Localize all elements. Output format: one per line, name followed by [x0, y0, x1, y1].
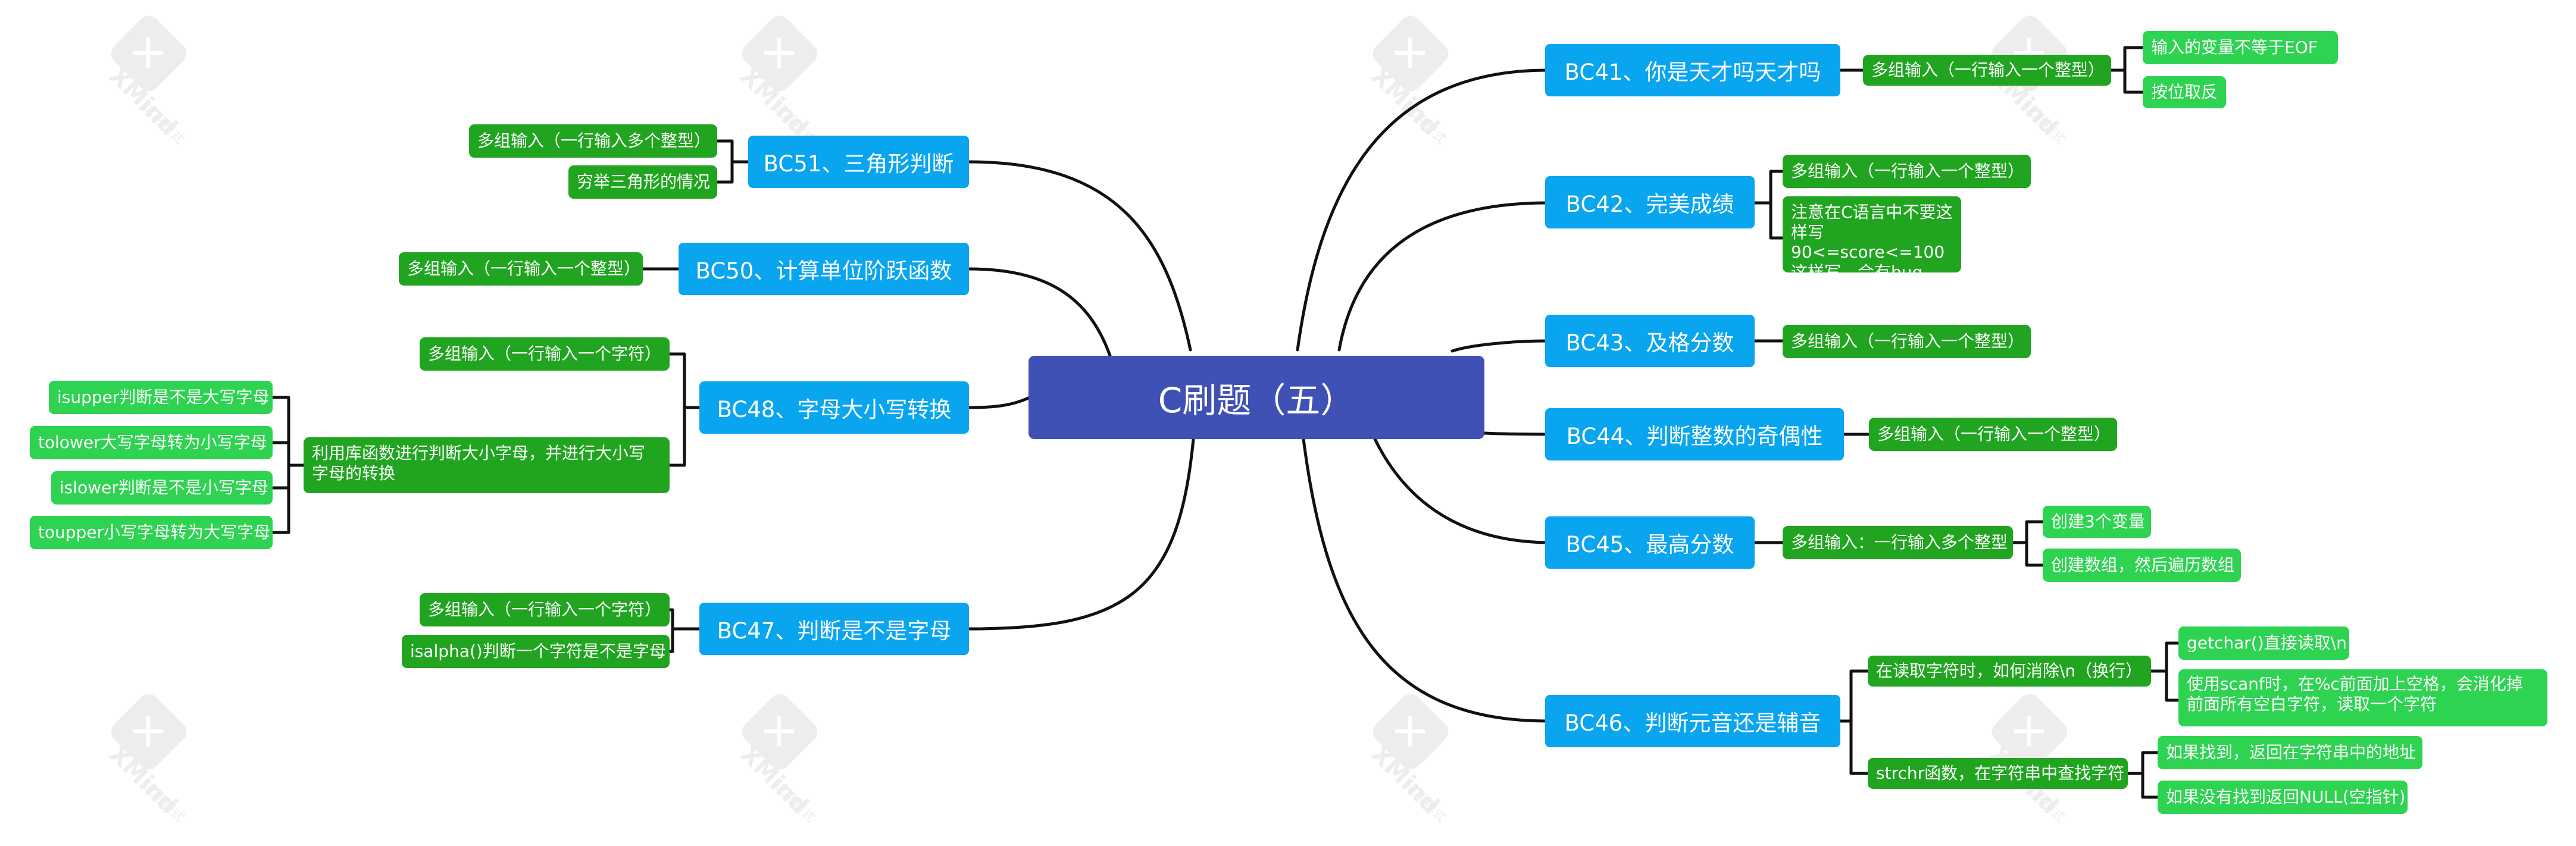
- topic-bc41[interactable]: BC41、你是天才吗天才吗: [1545, 44, 1840, 96]
- edge-bc41: [1296, 68, 1549, 352]
- leaf-bc45-vars[interactable]: 创建3个变量: [2043, 506, 2151, 538]
- leaf-bc46-found[interactable]: 如果找到，返回在字符串中的地址: [2158, 736, 2422, 769]
- subtopic-bc45-input[interactable]: 多组输入：一行输入多个整型: [1783, 526, 2013, 559]
- edge-bc46: [1302, 437, 1549, 723]
- subtopic-bc47-input[interactable]: 多组输入（一行输入一个字符）: [420, 593, 670, 626]
- leaf-bc41-bitnot[interactable]: 按位取反: [2143, 76, 2226, 108]
- leaf-bc48-toupper[interactable]: toupper小写字母转为大写字母: [30, 516, 273, 549]
- leaf-bc46-scanf[interactable]: 使用scanf时，在%c前面加上空格，会消化掉前面所有空白字符，读取一个字符: [2178, 669, 2547, 726]
- leaf-bc48-islower[interactable]: islower判断是不是小写字母: [51, 471, 273, 505]
- subtopic-bc43-input[interactable]: 多组输入（一行输入一个整型）: [1783, 325, 2031, 358]
- subtopic-bc51-cases[interactable]: 穷举三角形的情况: [568, 165, 717, 199]
- leaf-bc45-array[interactable]: 创建数组，然后遍历数组: [2043, 549, 2241, 582]
- topic-bc42[interactable]: BC42、完美成绩: [1545, 176, 1755, 228]
- edge-bc45: [1373, 437, 1549, 544]
- topic-bc50[interactable]: BC50、计算单位阶跃函数: [679, 243, 969, 295]
- topic-bc46[interactable]: BC46、判断元音还是辅音: [1545, 695, 1840, 747]
- topic-bc51[interactable]: BC51、三角形判断: [748, 136, 969, 188]
- subtopic-bc48-input[interactable]: 多组输入（一行输入一个字符）: [420, 337, 670, 371]
- edge-bc43: [1450, 339, 1549, 353]
- topic-bc45[interactable]: BC45、最高分数: [1545, 516, 1755, 569]
- leaf-bc41-eof[interactable]: 输入的变量不等于EOF: [2143, 31, 2338, 64]
- subtopic-bc48-library[interactable]: 利用库函数进行判断大小字母，并进行大小写字母的转换: [304, 437, 670, 493]
- subtopic-bc44-input[interactable]: 多组输入（一行输入一个整型）: [1869, 418, 2117, 451]
- subtopic-bc41-input[interactable]: 多组输入（一行输入一个整型）: [1863, 55, 2111, 86]
- leaf-bc46-getchar[interactable]: getchar()直接读取\n: [2178, 626, 2349, 660]
- subtopic-bc42-note[interactable]: 注意在C语言中不要这样写90<=score<=100这样写，会有bug: [1783, 196, 1961, 282]
- subtopic-bc46-strchr[interactable]: strchr函数，在字符串中查找字符: [1868, 758, 2128, 789]
- edge-bc44: [1483, 431, 1549, 436]
- edge-bc47: [967, 437, 1195, 631]
- topic-bc47[interactable]: BC47、判断是不是字母: [699, 603, 969, 655]
- edge-bc42: [1337, 201, 1549, 352]
- subtopic-bc42-input[interactable]: 多组输入（一行输入一个整型）: [1783, 155, 2031, 188]
- subtopic-bc50-input[interactable]: 多组输入（一行输入一个整型）: [399, 252, 643, 286]
- leaf-bc48-isupper[interactable]: isupper判断是不是大写字母: [49, 381, 273, 414]
- edge-bc51: [967, 160, 1192, 352]
- topic-bc44[interactable]: BC44、判断整数的奇偶性: [1545, 408, 1844, 460]
- subtopic-bc47-isalpha[interactable]: isalpha()判断一个字符是不是字母: [402, 635, 670, 668]
- topic-bc43[interactable]: BC43、及格分数: [1545, 315, 1755, 367]
- central-topic[interactable]: C刷题（五）: [1028, 356, 1484, 439]
- subtopic-bc51-input[interactable]: 多组输入（一行输入多个整型）: [469, 124, 717, 158]
- edge-bc48: [967, 396, 1031, 409]
- leaf-bc48-tolower[interactable]: tolower大写字母转为小写字母: [30, 426, 273, 459]
- topic-bc48[interactable]: BC48、字母大小写转换: [699, 381, 969, 434]
- subtopic-bc46-newline[interactable]: 在读取字符时，如何消除\n（换行）: [1868, 656, 2151, 687]
- edge-bc50: [967, 267, 1112, 358]
- leaf-bc46-notfound[interactable]: 如果没有找到返回NULL(空指针): [2158, 781, 2408, 814]
